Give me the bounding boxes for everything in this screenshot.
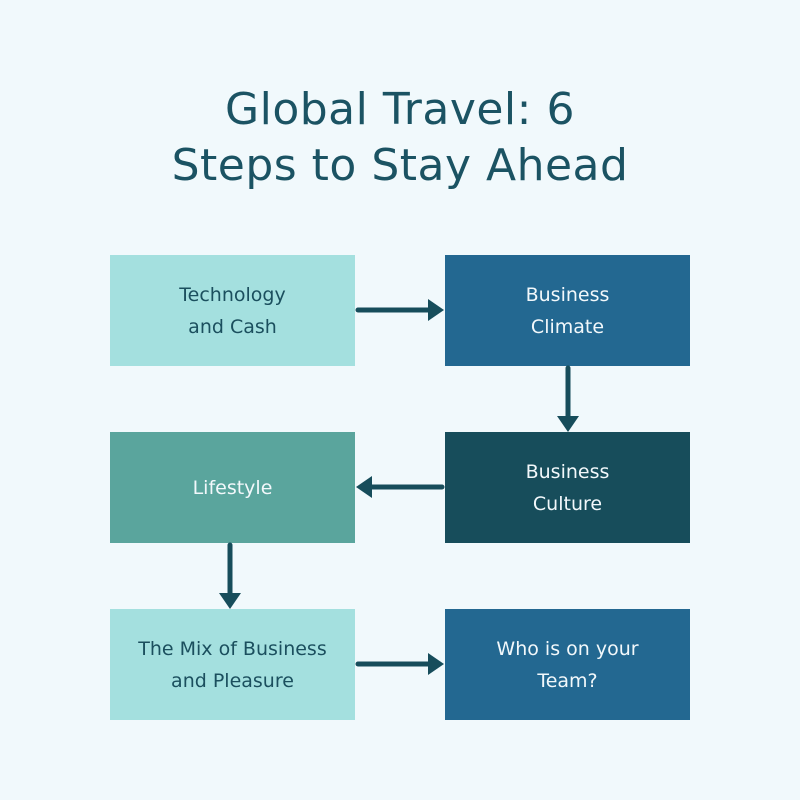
step-business-culture: Business Culture (445, 432, 690, 543)
arrow-down-2 (219, 542, 241, 609)
page-title: Global Travel: 6 Steps to Stay Ahead (171, 84, 629, 191)
arrow-down-1 (557, 365, 579, 432)
step-mix-business-pleasure: The Mix of Business and Pleasure (110, 609, 355, 720)
step-technology-and-cash: Technology and Cash (110, 255, 355, 366)
step-business-climate: Business Climate (445, 255, 690, 366)
step-lifestyle: Lifestyle (110, 432, 355, 543)
arrow-left-1 (356, 476, 445, 498)
arrow-right-2 (355, 653, 444, 675)
step-who-is-on-your-team: Who is on your Team? (445, 609, 690, 720)
arrow-right-1 (355, 299, 444, 321)
